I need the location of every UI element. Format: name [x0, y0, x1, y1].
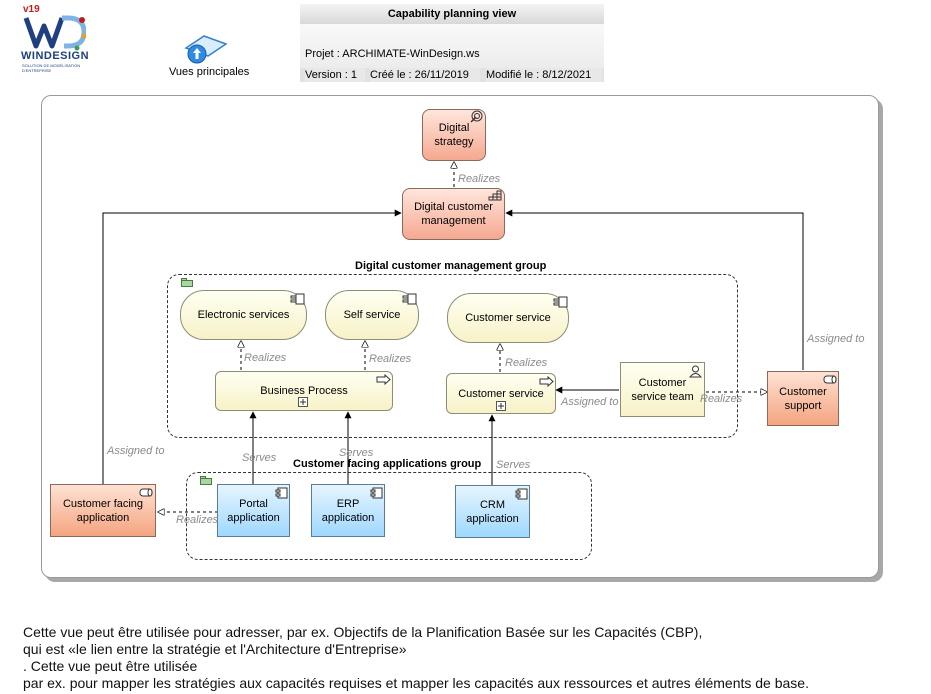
business-process-label: Business Process: [260, 385, 348, 397]
modified-date: Modifié le : 8/12/2021: [486, 68, 602, 82]
electronic-services-label: Electronic services: [197, 309, 290, 321]
apps-group-title: Customer facing applications group: [293, 458, 482, 470]
assigned-to-label: Assigned to: [107, 445, 165, 457]
customer-facing-applications-group[interactable]: [186, 472, 592, 560]
serves-label: Serves: [242, 452, 277, 464]
description-line: qui est «le lien entre la stratégie et l…: [23, 641, 407, 657]
customer-service-service-label: Customer service: [465, 312, 551, 324]
realizes-label: Realizes: [176, 514, 219, 526]
description-line: par ex. pour mapper les stratégies aux c…: [23, 675, 809, 691]
digital-strategy-node[interactable]: Digital strategy: [422, 109, 486, 161]
serves-label: Serves: [339, 447, 374, 459]
logo-version: v19: [23, 4, 40, 15]
version-field: Version : 1: [305, 68, 365, 82]
interface-icon: [553, 296, 568, 308]
role-icon: [139, 488, 153, 497]
digital-customer-management-label: Digital customer management: [414, 201, 493, 227]
interface-icon: [402, 293, 417, 305]
customer-service-service-node[interactable]: Customer service: [447, 293, 569, 343]
interface-icon: [290, 293, 305, 305]
crm-application-label: CRM application: [466, 498, 519, 525]
course-of-action-icon: [470, 110, 483, 123]
digital-customer-management-group[interactable]: [167, 274, 738, 438]
group-icon: [200, 476, 212, 485]
diagram-header: Capability planning view Projet : ARCHIM…: [300, 4, 604, 82]
digital-strategy-label: Digital strategy: [434, 122, 474, 148]
digital-customer-management-node[interactable]: Digital customer management: [402, 188, 505, 240]
customer-service-team-label: Customer service team: [631, 376, 694, 403]
component-icon: [275, 487, 288, 499]
realizes-label: Realizes: [244, 352, 287, 364]
logo-brand: WINDESIGN: [21, 50, 90, 62]
logo-tagline: SOLUTION DE MODÉLISATION D'ENTREPRISE: [22, 63, 81, 73]
erp-application-label: ERP application: [321, 497, 375, 524]
capability-icon: [488, 190, 502, 201]
business-process-node[interactable]: Business Process: [215, 371, 393, 411]
group-icon: [181, 278, 193, 287]
assigned-to-label: Assigned to: [561, 396, 619, 408]
customer-facing-application-label: Customer facing application: [62, 497, 144, 524]
description-line: . Cette vue peut être utilisée: [23, 658, 198, 674]
role-icon: [823, 375, 837, 384]
diagram-title: Capability planning view: [300, 4, 604, 24]
description-line: Cette vue peut être utilisée pour adress…: [23, 624, 703, 640]
expand-icon[interactable]: [496, 401, 506, 411]
created-date: Créé le : 26/11/2019: [370, 68, 480, 82]
customer-service-process-node[interactable]: Customer service: [446, 373, 556, 414]
header-body: [300, 24, 604, 68]
electronic-services-node[interactable]: Electronic services: [180, 290, 307, 340]
windesign-logo: v19 WINDESIGN SOLUTION DE MODÉLISATION D…: [18, 4, 98, 73]
customer-service-team-node[interactable]: Customer service team: [620, 362, 705, 417]
up-arrow-icon: [184, 35, 228, 64]
expand-icon[interactable]: [298, 397, 308, 407]
assigned-to-label: Assigned to: [807, 333, 865, 345]
portal-application-label: Portal application: [227, 497, 280, 524]
windesign-logo-icon: [23, 15, 86, 51]
crm-application-node[interactable]: CRM application: [455, 485, 530, 538]
realizes-label: Realizes: [505, 357, 548, 369]
serves-label: Serves: [496, 459, 531, 471]
component-icon: [515, 488, 528, 500]
realizes-label: Realizes: [458, 173, 501, 185]
actor-icon: [689, 365, 702, 378]
main-views-link[interactable]: Vues principales: [160, 34, 260, 84]
project-name: Projet : ARCHIMATE-WinDesign.ws: [305, 48, 480, 60]
self-service-label: Self service: [343, 309, 401, 321]
realizes-label: Realizes: [369, 353, 412, 365]
customer-support-label: Customer support: [779, 385, 827, 412]
customer-service-process-label: Customer service: [458, 387, 544, 400]
process-arrow-icon: [539, 376, 554, 387]
view-description: Cette vue peut être utilisée pour adress…: [23, 624, 923, 692]
component-icon: [370, 487, 383, 499]
customer-facing-application-node[interactable]: Customer facing application: [50, 484, 156, 537]
digital-group-title: Digital customer management group: [355, 260, 547, 272]
process-arrow-icon: [376, 374, 391, 385]
realizes-label: Realizes: [700, 393, 743, 405]
main-views-label: Vues principales: [169, 66, 250, 78]
